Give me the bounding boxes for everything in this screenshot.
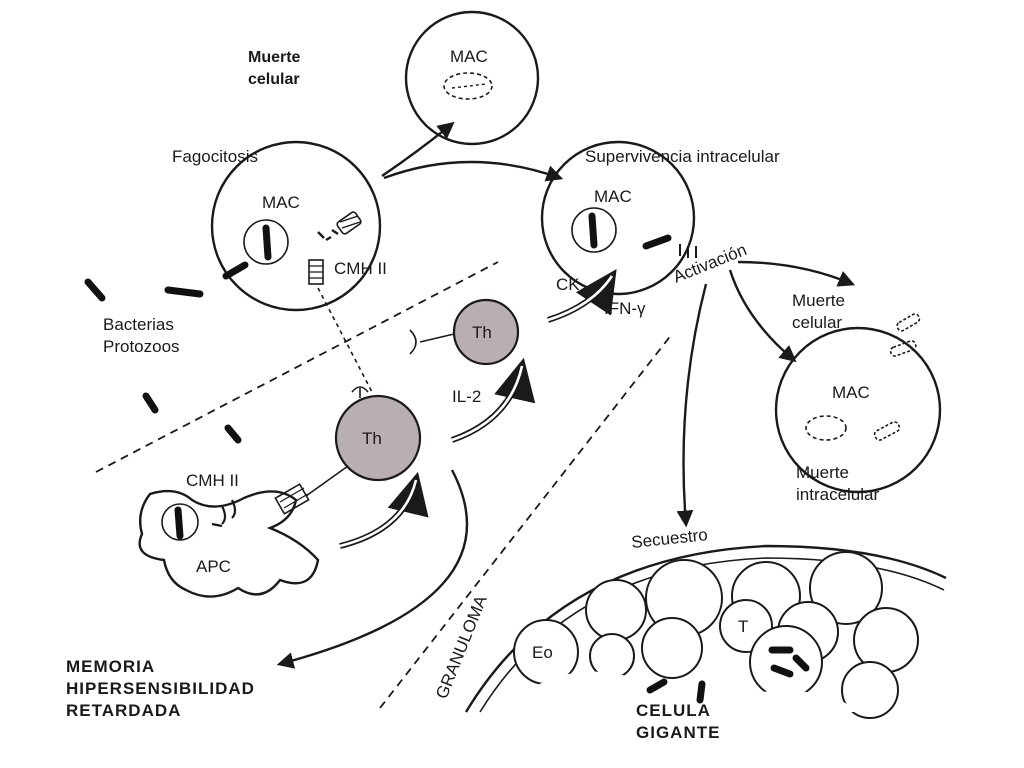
bacteria-rods — [84, 261, 249, 444]
ifn-label: IFN-γ — [604, 299, 646, 318]
arrow-to-survival — [383, 160, 564, 182]
mhc-ii-receptor-icon — [308, 259, 324, 285]
arrow-to-mac-bottom — [728, 269, 797, 363]
bacterias-label: Bacterias — [103, 315, 174, 334]
mac-phagocytosis: MAC — [210, 140, 382, 312]
memoria-line1: MEMORIA — [66, 657, 155, 676]
mac-label-bottom: MAC — [832, 383, 870, 402]
dashed-divider-upper — [95, 261, 499, 473]
death-right-line2: celular — [792, 313, 842, 332]
protozoos-label: Protozoos — [103, 337, 180, 356]
arrow-apc-to-th — [339, 471, 429, 549]
arrow-to-memoria — [276, 469, 469, 669]
mac-label-top: MAC — [450, 47, 488, 66]
arrow-to-death-top — [381, 121, 455, 177]
death-right-line1: Muerte — [792, 291, 845, 310]
arrow-to-secuestro — [676, 283, 708, 528]
supervivencia-label: Supervivencia intracelular — [585, 147, 780, 166]
granuloma-label: GRANULOMA — [432, 592, 491, 701]
muerte-intracelular-line2: intracelular — [796, 485, 879, 504]
arrow-to-death-right — [737, 260, 856, 287]
death-top-line1: Muerte — [248, 49, 301, 66]
memoria-line2: HIPERSENSIBILIDAD — [66, 679, 255, 698]
granuloma: T Eo — [464, 544, 947, 719]
death-top-line2: celular — [248, 71, 300, 88]
th-label-lower: Th — [362, 429, 382, 448]
th-label-upper: Th — [472, 323, 492, 342]
cmh2-label-top: CMH II — [334, 259, 387, 278]
apc-cell: APC — [138, 483, 320, 598]
mac-survival: MAC — [540, 140, 697, 296]
th-cell-lower: Th — [305, 386, 422, 497]
mac-label-left: MAC — [262, 193, 300, 212]
memoria-line3: RETARDADA — [66, 701, 181, 720]
dashed-divider-lower — [379, 333, 673, 709]
celula-gigante-line1: CELULA — [636, 701, 711, 720]
mac-dead-top: MAC — [404, 10, 540, 146]
fagocitosis-label: Fagocitosis — [172, 147, 258, 166]
t-cell-label: T — [738, 617, 748, 636]
muerte-intracelular-line1: Muerte — [796, 463, 849, 482]
mac-intracellular-death: MAC — [774, 326, 942, 494]
eo-label: Eo — [532, 643, 553, 662]
th-cell-upper: Th — [409, 298, 520, 366]
ingested-bacteria-icon — [336, 211, 362, 235]
celula-gigante-line2: GIGANTE — [636, 723, 720, 742]
il2-label: IL-2 — [452, 387, 481, 406]
cmh2-label-apc: CMH II — [186, 471, 239, 490]
apc-label: APC — [196, 557, 231, 576]
ck-label: CK — [556, 275, 580, 294]
dotted-antigen-link — [317, 287, 373, 393]
activacion-label: Activación — [670, 240, 749, 287]
secuestro-label: Secuestro — [630, 525, 708, 552]
dead-bacteria-icon — [889, 313, 921, 357]
mac-label-right: MAC — [594, 187, 632, 206]
